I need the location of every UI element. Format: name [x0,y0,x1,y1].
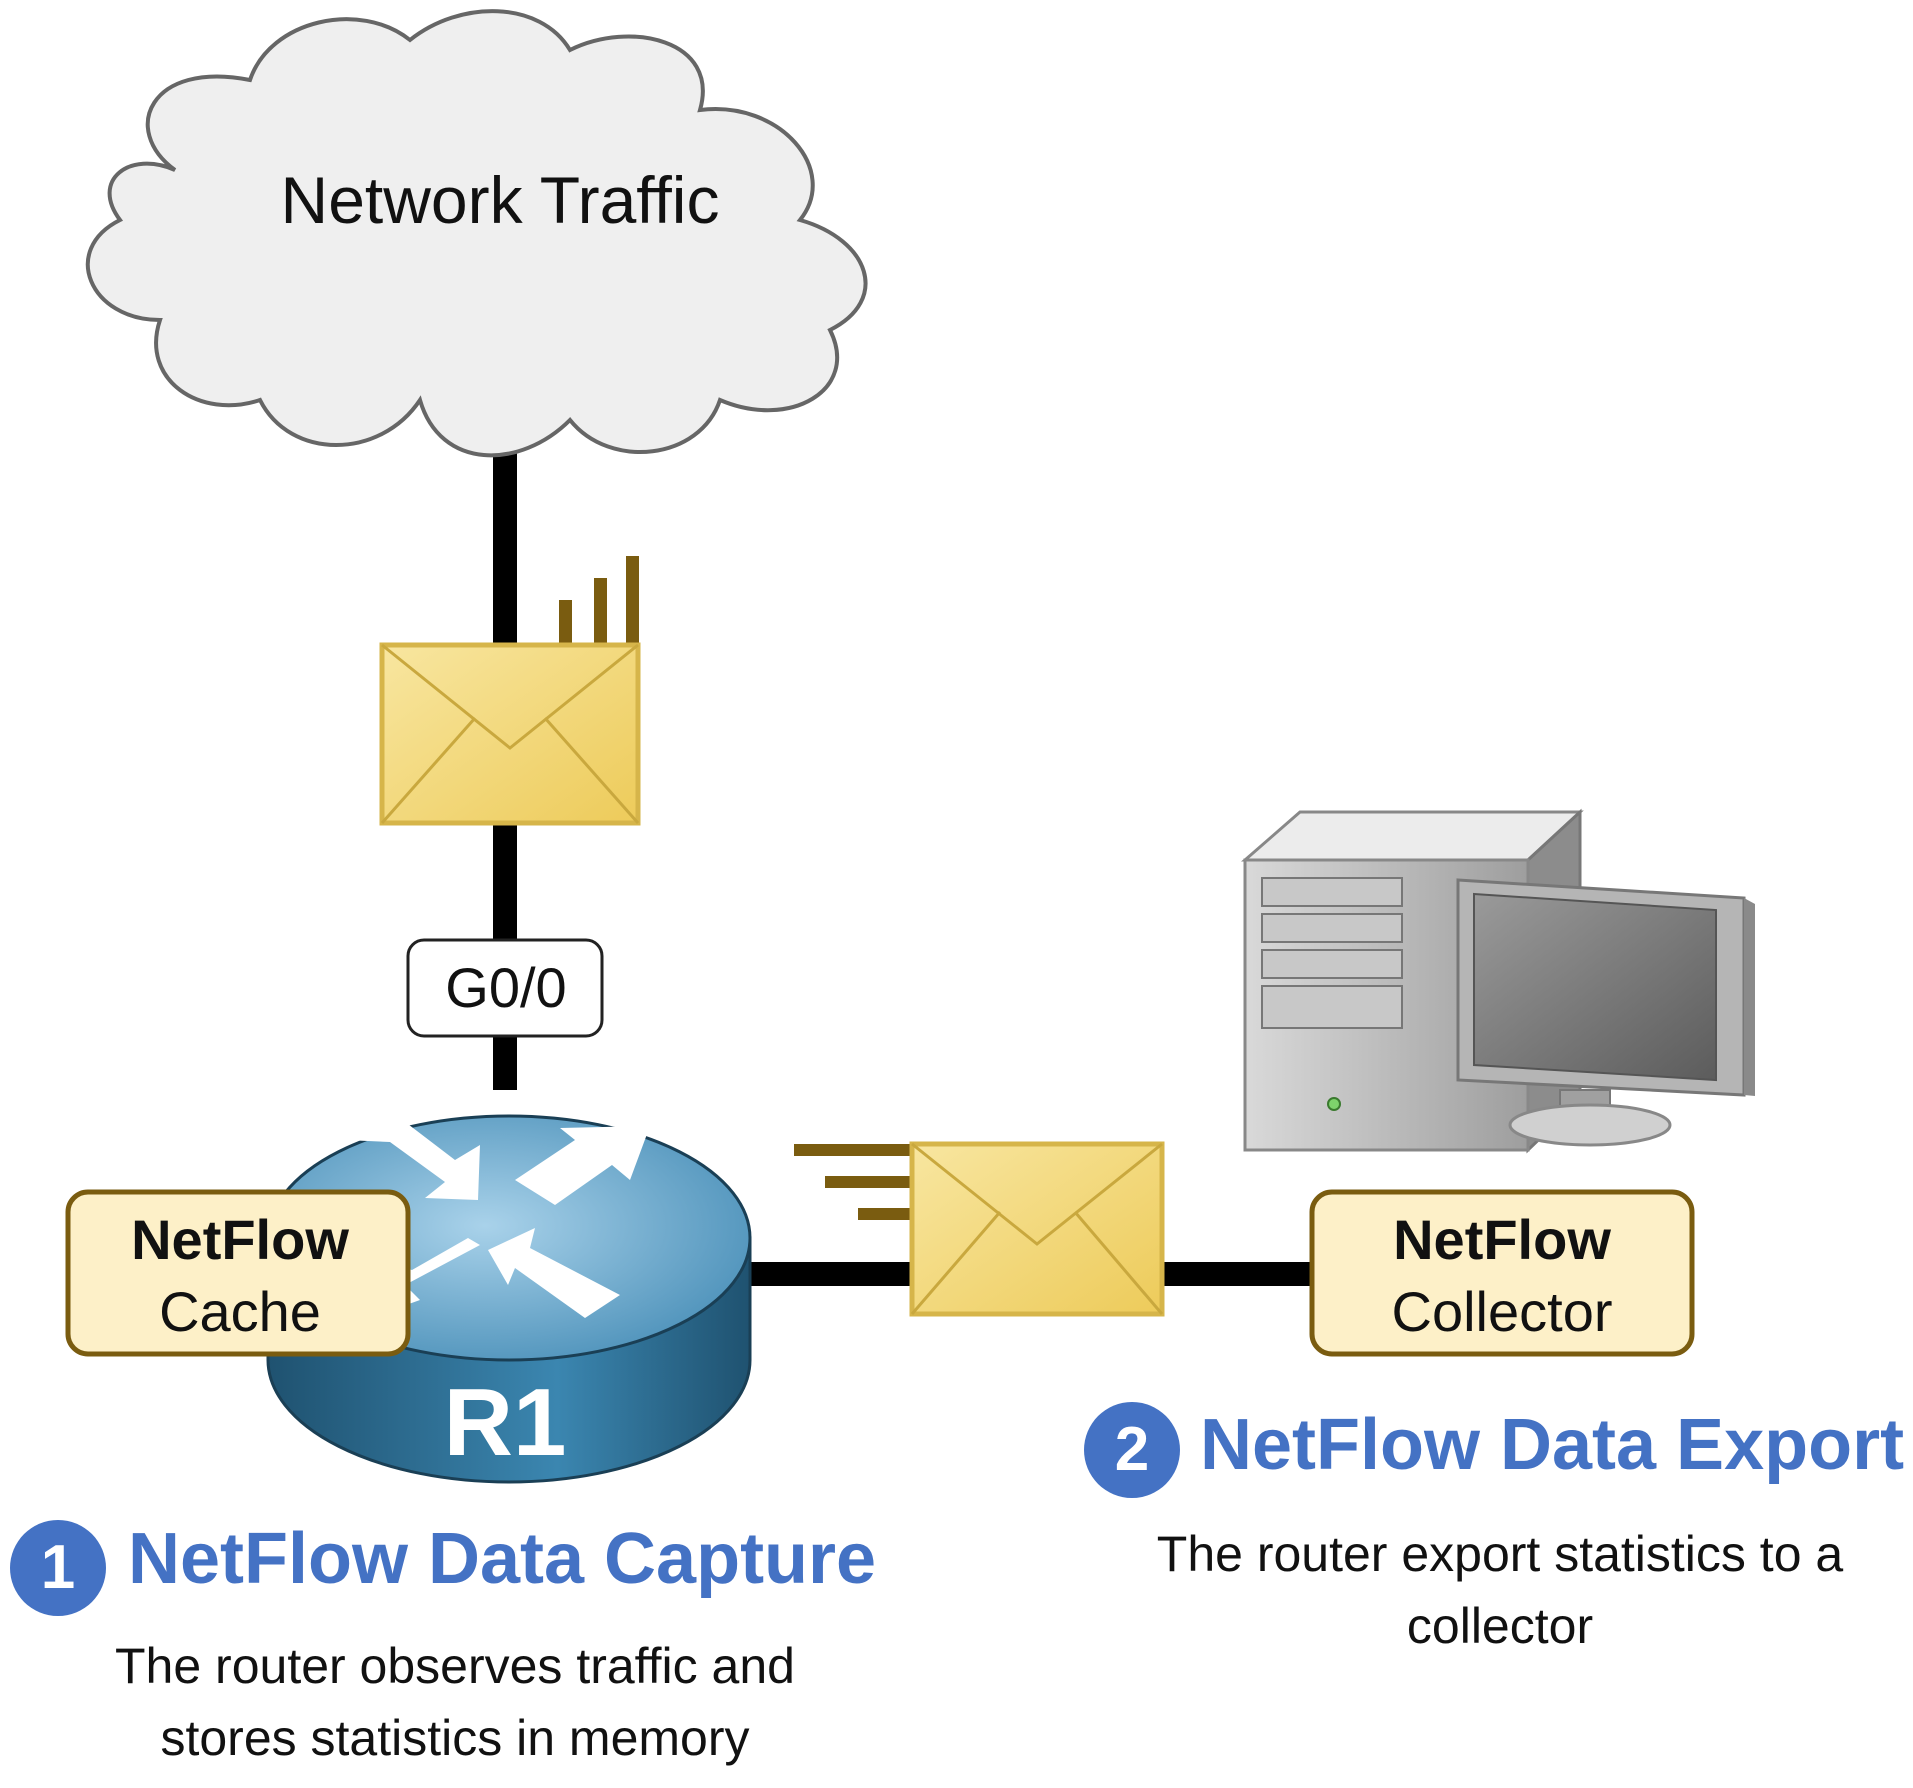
interface-label: G0/0 [445,956,567,1019]
step1-description: The router observes traffic and stores s… [115,1638,795,1766]
netflow-cache-line2: Cache [159,1280,321,1343]
step2-title: NetFlow Data Export [1200,1405,1905,1485]
step2-number-badge: 2 [1084,1402,1180,1498]
cloud-icon [86,9,868,458]
router-label: R1 [443,1369,567,1476]
netflow-collector-label: NetFlow Collector [1312,1204,1692,1348]
motion-lines-icon [794,1144,912,1220]
netflow-cache-box [65,1189,411,1357]
netflow-collector-line2: Collector [1391,1280,1613,1343]
netflow-collector-line1: NetFlow [1393,1208,1611,1271]
envelope-icon [909,1141,1165,1317]
envelope-icon [379,642,641,826]
step1-title: NetFlow Data Capture [128,1519,877,1599]
server-pc-icon [1241,808,1755,1154]
signal-bars-icon [559,556,639,645]
netflow-cache-line1: NetFlow [131,1208,349,1271]
netflow-cache-label: NetFlow Cache [70,1204,410,1348]
step2-description: The router export statistics to a collec… [1156,1526,1844,1654]
cloud-label: Network Traffic [280,163,720,237]
step1-number-badge: 1 [10,1520,106,1616]
port-label-box [406,938,604,1038]
netflow-collector-box [1309,1189,1695,1357]
